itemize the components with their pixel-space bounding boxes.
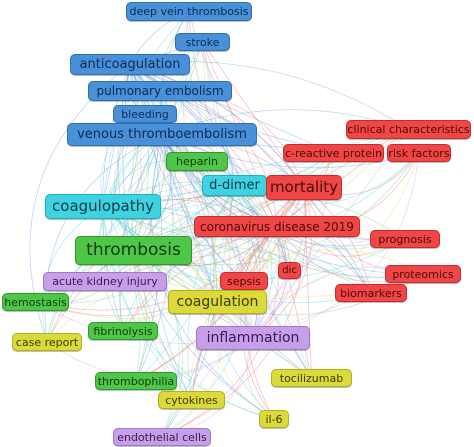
node-pulmonary-embolism[interactable]: pulmonary embolism [88, 81, 232, 101]
node-sepsis[interactable]: sepsis [220, 272, 268, 290]
node-dic[interactable]: dic [278, 262, 301, 279]
node-prognosis[interactable]: prognosis [370, 230, 440, 248]
node-cytokines[interactable]: cytokines [158, 391, 225, 409]
node-proteomics[interactable]: proteomics [385, 265, 461, 283]
link-d-dimer-tocilizumab [234, 185, 312, 379]
link-coagulopathy-fibrinolysis [99, 206, 124, 332]
node-il-6[interactable]: il-6 [259, 410, 289, 428]
link-coagulation-heparin [180, 161, 218, 303]
link-venous-thromboembolism-cytokines [150, 134, 192, 401]
node-fibrinolysis[interactable]: fibrinolysis [88, 322, 158, 340]
link-d-dimer-stroke [202, 41, 235, 186]
node-risk-factors[interactable]: risk factors [387, 144, 451, 162]
node-tocilizumab[interactable]: tocilizumab [271, 369, 352, 387]
node-bleeding[interactable]: bleeding [113, 105, 177, 123]
node-inflammation[interactable]: inflammation [196, 326, 310, 350]
node-hemostasis[interactable]: hemostasis [2, 293, 69, 311]
link-thrombosis-tocilizumab [133, 250, 312, 379]
link-coronavirus-disease-2019-clinical-characteristics [276, 129, 409, 227]
node-heparin[interactable]: heparin [166, 152, 228, 171]
link-coagulation-il-6 [214, 301, 275, 420]
link-d-dimer-inflammation [234, 185, 273, 339]
node-thrombophilia[interactable]: thrombophilia [95, 372, 177, 390]
link-coagulation-endothelial-cells [161, 301, 223, 438]
link-coronavirus-disease-2019-thrombophilia [135, 226, 278, 382]
link-coagulopathy-deep-vein-thrombosis [102, 11, 190, 207]
link-d-dimer-cytokines [187, 185, 235, 401]
link-d-dimer-coagulation [217, 185, 235, 303]
link-coagulation-venous-thromboembolism [161, 134, 218, 303]
link-coagulation-stroke [202, 41, 218, 303]
node-coagulopathy[interactable]: coagulopathy [45, 194, 161, 219]
link-venous-thromboembolism-il-6 [151, 134, 275, 420]
link-venous-thromboembolism-proteomics [161, 134, 424, 278]
link-mortality-stroke [202, 41, 305, 188]
node-anticoagulation[interactable]: anticoagulation [70, 54, 190, 75]
link-thrombosis-stroke [133, 41, 203, 251]
node-coagulation[interactable]: coagulation [168, 290, 267, 314]
node-thrombosis[interactable]: thrombosis [75, 236, 192, 265]
link-coronavirus-disease-2019-il-6 [240, 226, 278, 420]
node-stroke[interactable]: stroke [175, 33, 230, 51]
link-coagulation-d-dimer [213, 185, 235, 303]
link-thrombosis-endothelial-cells [133, 250, 184, 438]
node-case-report[interactable]: case report [12, 333, 82, 351]
node-deep-vein-thrombosis[interactable]: deep vein thrombosis [126, 2, 252, 21]
node-d-dimer[interactable]: d-dimer [202, 175, 267, 196]
link-mortality-inflammation [252, 187, 312, 339]
node-coronavirus-disease-2019[interactable]: coronavirus disease 2019 [194, 216, 360, 237]
link-d-dimer-acute-kidney-injury [104, 185, 235, 282]
link-inflammation-heparin [186, 161, 254, 339]
link-venous-thromboembolism-risk-factors [161, 134, 420, 169]
link-coronavirus-disease-2019-tocilizumab [276, 226, 312, 379]
node-mortality[interactable]: mortality [266, 175, 342, 200]
link-venous-thromboembolism-fibrinolysis [119, 134, 163, 332]
link-inflammation-d-dimer [228, 185, 254, 339]
link-mortality-tocilizumab [303, 187, 312, 379]
node-clinical-characteristics[interactable]: clinical characteristics [346, 120, 471, 139]
node-venous-thromboembolism[interactable]: venous thromboembolism [67, 123, 257, 146]
link-anticoagulation-c-reactive-protein [129, 64, 334, 154]
node-endothelial-cells[interactable]: endothelial cells [113, 428, 211, 446]
node-acute-kidney-injury[interactable]: acute kidney injury [43, 272, 167, 291]
node-c-reactive-protein[interactable]: c-reactive protein [283, 144, 384, 162]
node-biomarkers[interactable]: biomarkers [335, 284, 407, 302]
